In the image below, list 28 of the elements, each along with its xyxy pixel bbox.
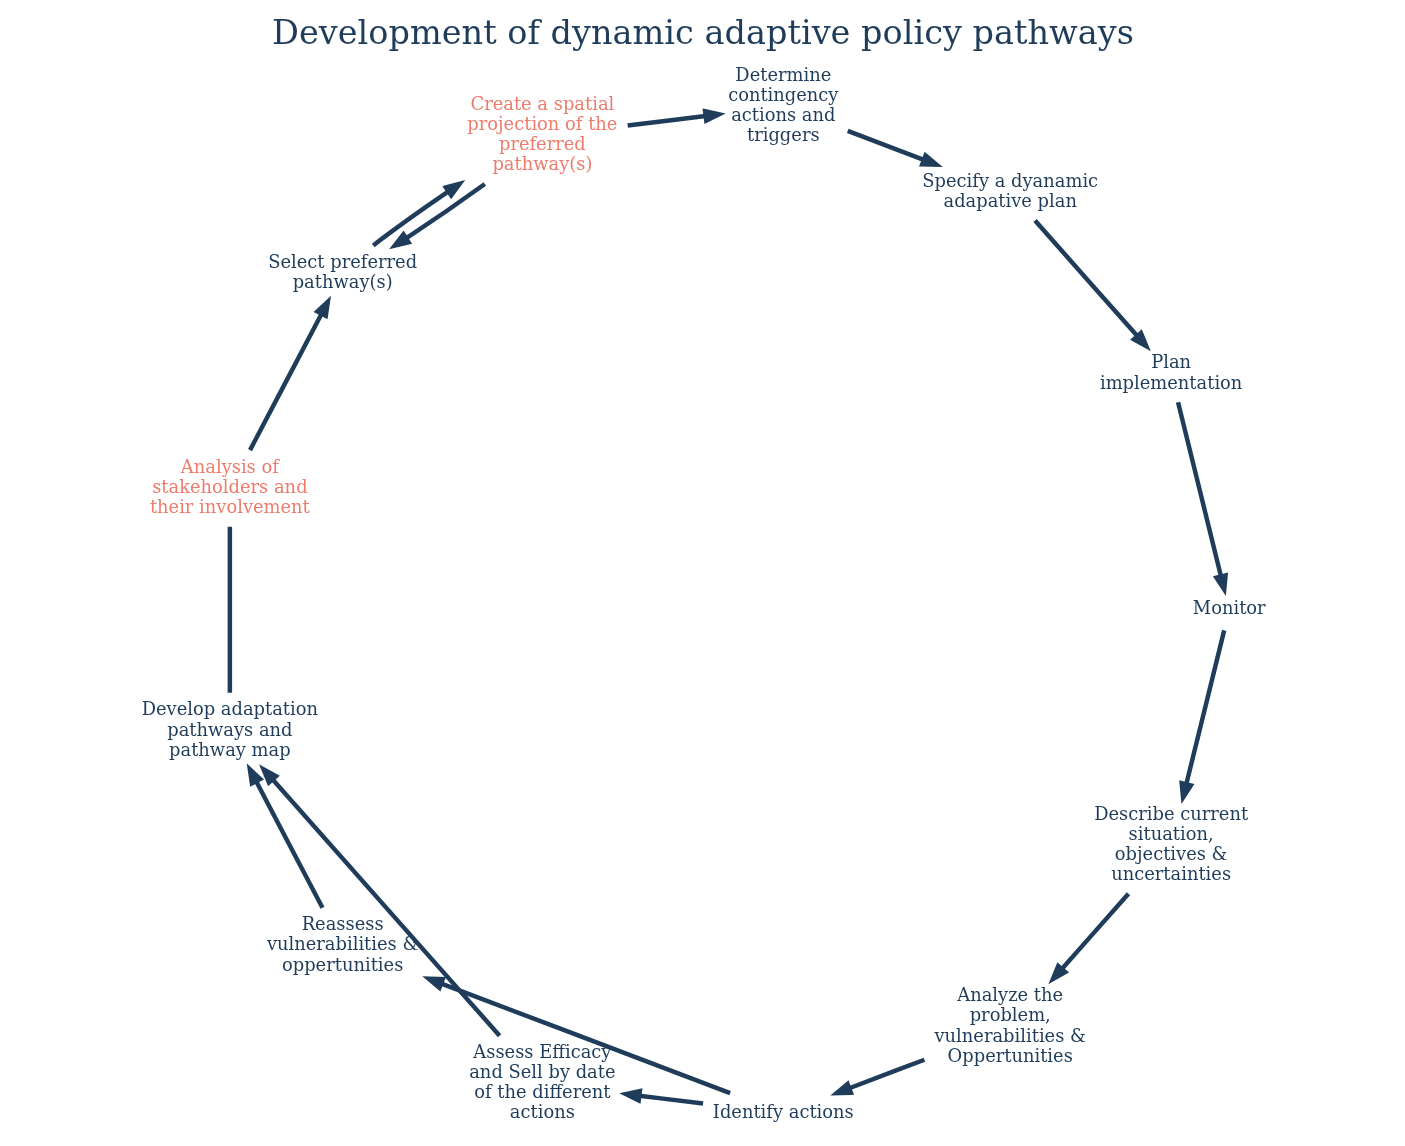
node-text: Specify a dyanamic adapative plan [921,169,1098,211]
arrow [421,976,731,1096]
node-text: Identify actions [712,1100,854,1122]
node-text: Develop adaptation pathways and pathway map [141,698,318,760]
connector [227,526,232,693]
node-text: Analysis of stakeholders and their involvement [149,455,310,517]
node-text: Create a spatial projection of the preferred pathway(s) [466,92,617,175]
arrow [1178,629,1226,804]
node-text: Select preferred pathway(s) [267,250,417,292]
node-text: Describe current situation, objectives & uncertainties [1093,802,1248,884]
node-text: Assess Efficacy and Sell by date of the different actions [468,1041,616,1123]
arrow [246,763,324,909]
arrow [618,1088,703,1106]
arrow [1175,401,1228,597]
arrow [1032,219,1151,352]
arrow [1047,892,1130,985]
node-text: Plan implementation [1099,351,1242,393]
node-text: Analyze the problem, vulnerabilities & Oppertunities [933,984,1086,1066]
arrow [388,182,486,250]
diagram-title: Development of dynamic adaptive policy pathways [271,12,1134,52]
arrow [626,108,726,128]
arrow [846,128,943,167]
node-text: Determine contingency actions and triggers [727,63,838,145]
arrow [829,1057,925,1096]
arrow [258,764,501,1038]
arrow [371,180,465,248]
node-text: Monitor [1192,597,1266,619]
arrow [247,295,331,452]
